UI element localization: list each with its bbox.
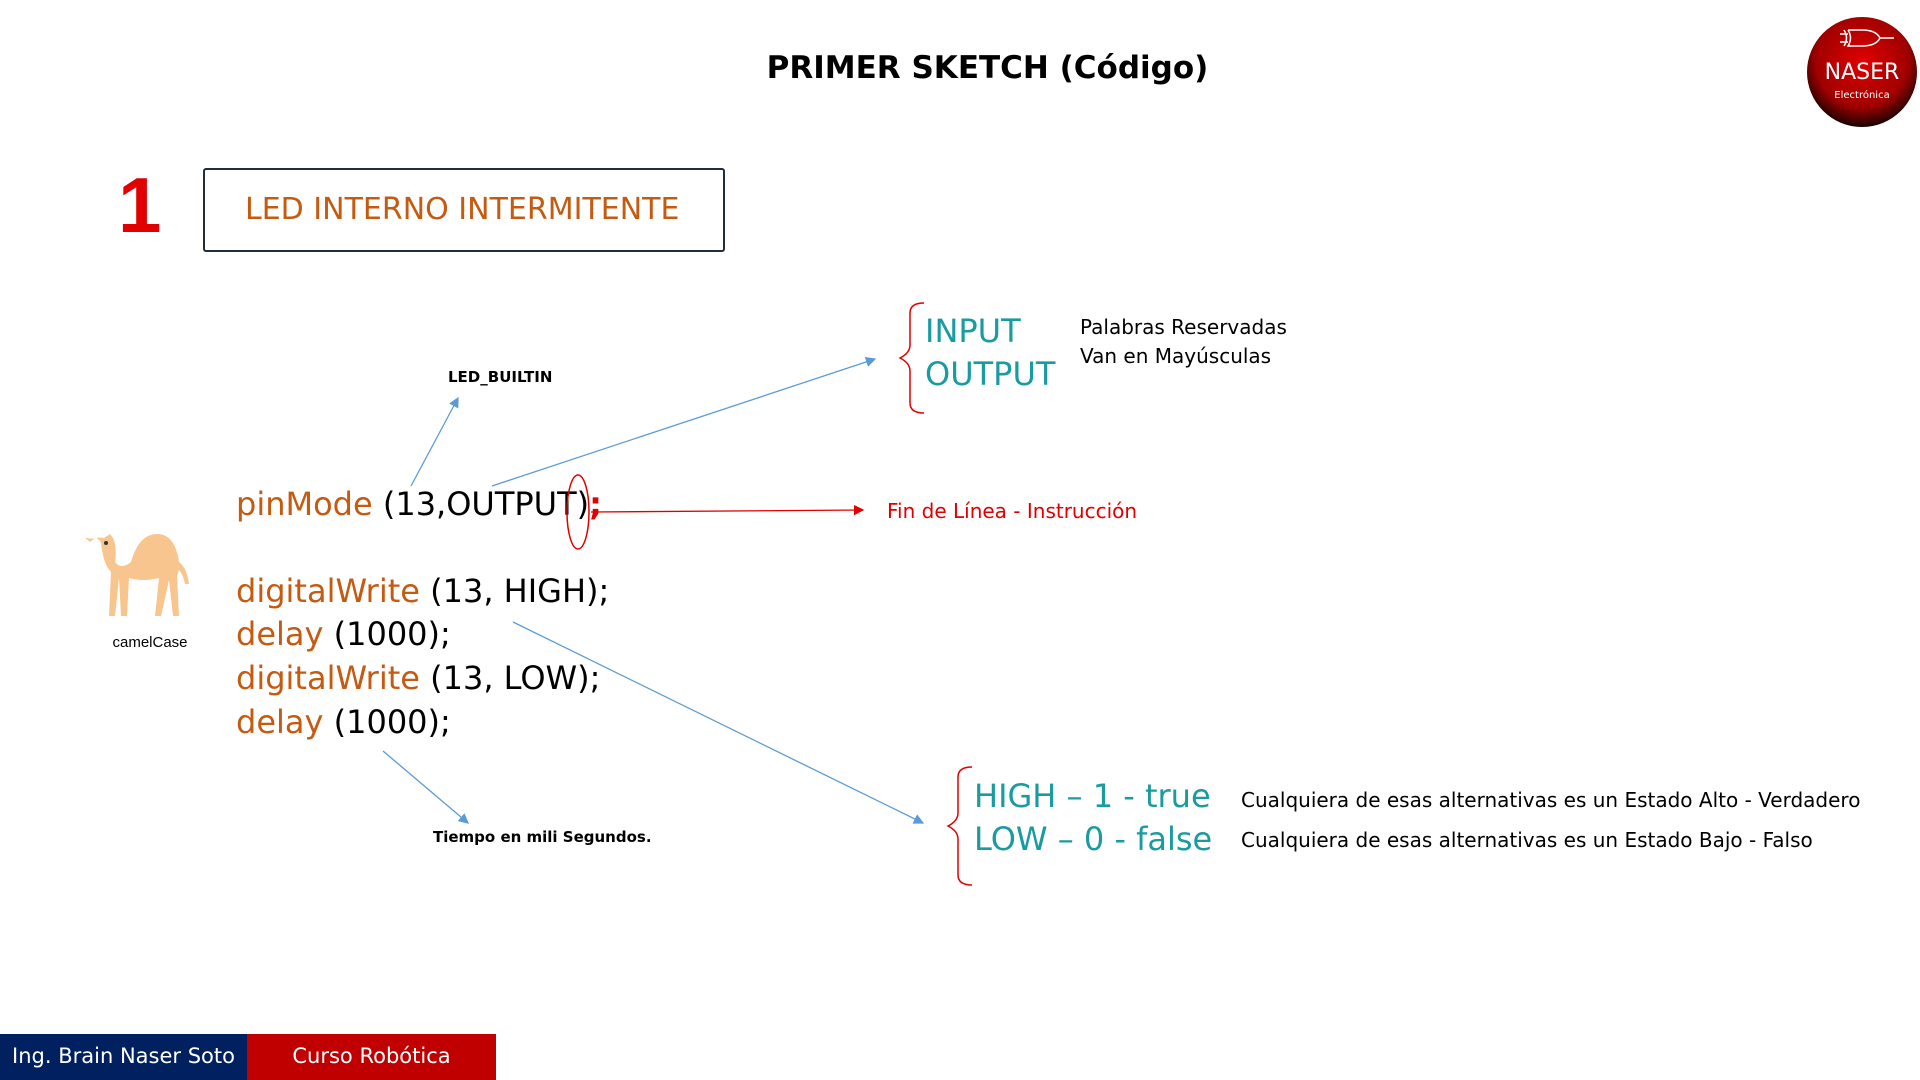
code-semicolon: ; [589, 485, 602, 523]
code-args: (13,OUTPUT) [372, 485, 590, 523]
camel-case-label: camelCase [112, 634, 188, 651]
naser-logo: NASER Electrónica [1806, 16, 1918, 128]
code-function: digitalWrite [236, 659, 420, 697]
brace-modes [898, 302, 925, 414]
camel-icon [83, 532, 198, 624]
code-args: (13, HIGH); [419, 572, 610, 610]
code-line-pinmode: pinMode (13,OUTPUT); [236, 485, 602, 523]
svg-text:NASER: NASER [1825, 60, 1900, 85]
state-high-note: Cualquiera de esas alternativas es un Es… [1241, 788, 1861, 812]
mode-output: OUTPUT [925, 355, 1056, 393]
state-low-note: Cualquiera de esas alternativas es un Es… [1241, 828, 1813, 852]
code-function: digitalWrite [236, 572, 420, 610]
arrow-end-of-line [590, 504, 865, 516]
mode-input: INPUT [925, 312, 1021, 350]
arrow-led-builtin [410, 396, 459, 487]
state-high: HIGH – 1 - true [974, 777, 1211, 815]
page-title: PRIMER SKETCH (Código) [766, 50, 1209, 86]
end-of-line-label: Fin de Línea - Instrucción [887, 499, 1138, 523]
reserved-note: Palabras Reservadas [1080, 315, 1287, 339]
arrow-time [382, 750, 469, 824]
footer-author: Ing. Brain Naser Soto [0, 1034, 247, 1080]
arrow-output [491, 356, 877, 487]
code-args: (1000); [323, 703, 451, 741]
code-line: digitalWrite (13, LOW); [236, 659, 600, 697]
code-function: delay [236, 703, 324, 741]
code-line: delay (1000); [236, 703, 451, 741]
time-note: Tiempo en mili Segundos. [433, 828, 652, 846]
led-builtin-label: LED_BUILTIN [448, 368, 553, 386]
brace-states [946, 766, 973, 886]
code-line: delay (1000); [236, 615, 451, 653]
code-function: delay [236, 615, 324, 653]
semicolon-highlight [566, 474, 590, 550]
code-line: digitalWrite (13, HIGH); [236, 572, 609, 610]
svg-text:Electrónica: Electrónica [1834, 89, 1889, 101]
section-heading-box: LED INTERNO INTERMITENTE [203, 168, 725, 252]
code-function: pinMode [236, 485, 373, 523]
section-number: 1 [118, 161, 162, 249]
code-args: (1000); [323, 615, 451, 653]
state-low: LOW – 0 - false [974, 820, 1213, 858]
arrow-high-low [512, 621, 925, 824]
footer-course: Curso Robótica [247, 1034, 496, 1080]
code-args: (13, LOW); [419, 659, 601, 697]
section-heading: LED INTERNO INTERMITENTE [245, 192, 680, 227]
uppercase-note: Van en Mayúsculas [1080, 344, 1272, 368]
